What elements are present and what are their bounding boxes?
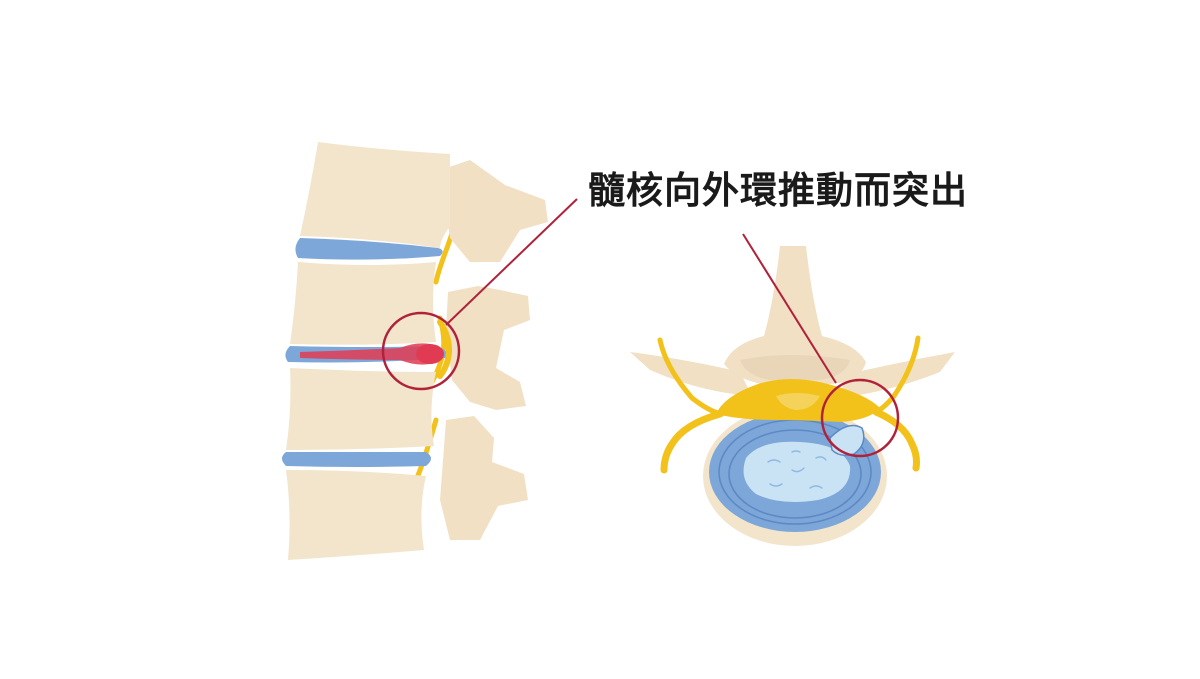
- annulus-ring-line-2: [728, 429, 862, 519]
- spine-side-view: [282, 142, 548, 560]
- herniated-nucleus-side: [300, 343, 443, 365]
- transverse-process-left: [630, 352, 752, 396]
- compressed-nerve-side: [437, 319, 452, 379]
- nerve-root-right-upper: [873, 335, 921, 415]
- vertebra-body-2: [290, 262, 436, 345]
- callout-circle-side: [381, 311, 461, 391]
- nerve-root-left-upper: [657, 337, 725, 417]
- vertebra-body-3: [286, 368, 436, 450]
- intervertebral-disc-bottom: [282, 452, 431, 467]
- transverse-process-right: [838, 352, 955, 398]
- spine-axial-view: [630, 246, 955, 546]
- vertebra-body-4: [286, 470, 426, 560]
- vertebra-body-1: [300, 142, 450, 248]
- callout-leader-axial: [742, 233, 837, 384]
- callout-leader-side: [445, 198, 578, 326]
- nerve-root-left: [660, 410, 724, 474]
- posterior-process-top: [440, 160, 548, 262]
- intervertebral-disc-top: [295, 238, 443, 260]
- posterior-process-middle: [446, 286, 530, 410]
- nucleus-texture: [767, 450, 827, 489]
- nerve-root-right: [872, 408, 920, 472]
- callout-label: 髓核向外環推動而突出: [588, 169, 968, 212]
- posterior-process-bottom: [440, 416, 528, 540]
- callout-circle-axial: [820, 378, 900, 458]
- herniation-bulge-side: [416, 344, 444, 364]
- spinal-cord-shade: [776, 393, 820, 410]
